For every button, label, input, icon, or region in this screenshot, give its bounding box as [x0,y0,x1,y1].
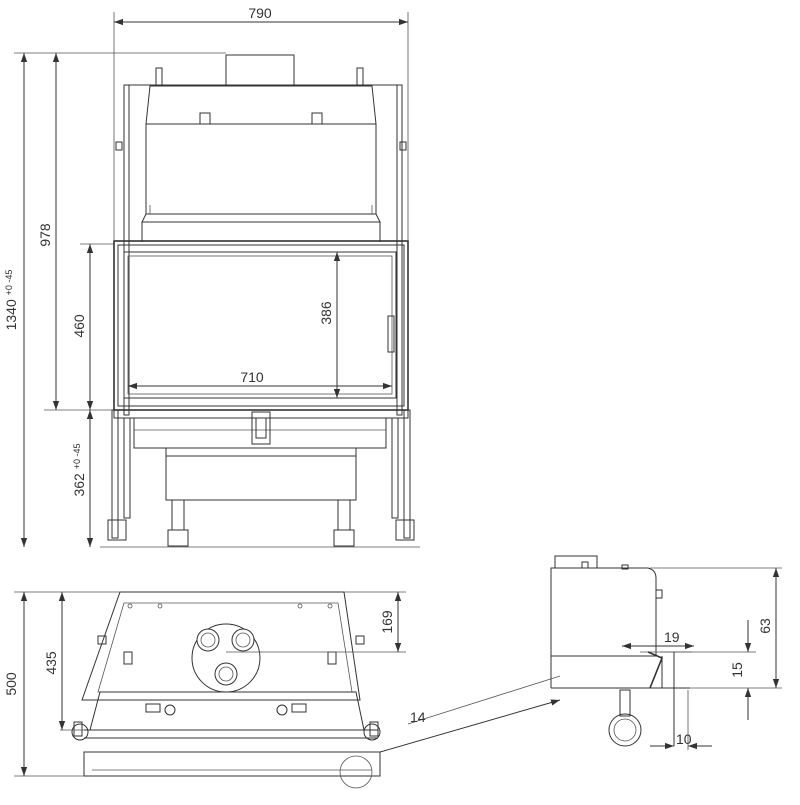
dim-total-height-tol: +0 -45 [4,270,14,296]
dim-detail-height: 63 [757,618,773,634]
dim-detail-step: 19 [664,629,680,645]
dim-flue-offset: 169 [379,610,395,634]
detail-leader: 14 [379,675,561,753]
dim-base-height-tol: +0 -45 [72,443,82,469]
detail-callout: 14 [410,709,426,725]
dim-opening-width: 710 [240,369,264,385]
dim-width: 790 [248,5,272,21]
dim-total-height: 1340 +0 -45 [3,270,19,331]
dim-glass-height: 460 [71,314,87,338]
front-view-dimensions: 790 1340 +0 -45 978 460 362 +0 -45 386 [3,5,409,547]
dim-opening-height: 386 [318,301,334,325]
top-view-dimensions: 500 435 169 [3,591,406,777]
dim-detail-offset: 15 [729,662,745,678]
dim-detail-gap: 10 [676,731,692,747]
top-view [71,591,381,789]
detail-view [550,555,692,747]
dim-base-height: 362 +0 -45 [71,443,87,496]
dim-height-to-top: 978 [37,223,53,247]
dim-inner-depth: 435 [43,651,59,675]
dim-depth: 500 [3,672,19,696]
detail-view-dimensions: 63 19 15 10 [622,567,782,750]
front-view [100,54,420,548]
